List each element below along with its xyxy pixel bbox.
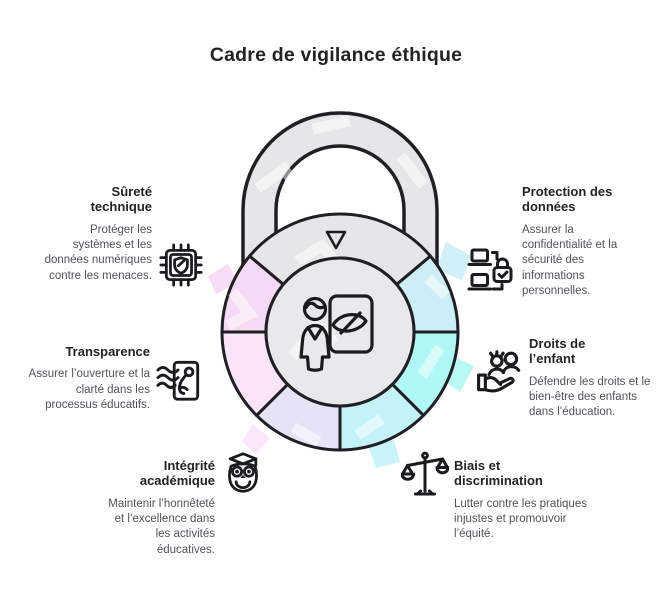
- board-shape: [328, 294, 374, 354]
- paint-bleed: [208, 242, 474, 468]
- chip-shield-icon: [159, 243, 203, 287]
- sketch-texture: [311, 115, 351, 135]
- padlock-shackle: [241, 111, 439, 274]
- person-body: [299, 323, 331, 372]
- section-biais-discrimination: Biais et discrimination Lutter contre le…: [454, 458, 589, 543]
- ring-marker-triangle: [325, 230, 347, 250]
- section-title: Biais et discrimination: [454, 458, 543, 489]
- sketch-texture: [424, 274, 450, 300]
- section-title: Transparence: [65, 344, 150, 359]
- section-description: Lutter contre les pratiques injustes et …: [454, 497, 587, 541]
- section-description: Assurer la confidentialité et la sécurit…: [522, 223, 618, 297]
- section-surete-technique: Sûreté technique Protéger les systèmes e…: [40, 184, 152, 284]
- section-protection-donnees: Protection des données Assurer la confid…: [522, 184, 644, 299]
- sketch-texture: [417, 344, 445, 379]
- sketch-texture: [290, 422, 322, 447]
- section-title: Droits de l’enfant: [529, 336, 586, 367]
- owl-graduate-icon: [228, 452, 258, 493]
- section-title: Intégrité académique: [139, 458, 215, 489]
- document-wind-icon: [156, 360, 200, 401]
- person-hair: [304, 301, 327, 310]
- section-integrite-academique: Intégrité académique Maintenir l’honnête…: [97, 458, 215, 558]
- section-droits-enfant: Droits de l’enfant Défendre les droits e…: [529, 336, 655, 421]
- section-title: Sûreté technique: [90, 184, 152, 215]
- person-collar: [306, 325, 324, 341]
- sketch-texture: [396, 152, 428, 189]
- section-description: Défendre les droits et le bien-être des …: [529, 375, 651, 419]
- laptops-lock-icon: [467, 248, 513, 291]
- scales-icon: [401, 451, 449, 496]
- section-description: Protéger les systèmes et les données num…: [44, 223, 152, 282]
- sketch-texture: [294, 238, 341, 267]
- infographic-title: Cadre de vigilance éthique: [209, 44, 463, 66]
- sketch-texture: [354, 414, 385, 440]
- section-description: Maintenir l’honnêteté et l’excellence da…: [108, 497, 215, 556]
- section-description: Assurer l’ouverture et la clarté dans le…: [28, 368, 150, 411]
- teacher-vigilance-icon: [299, 294, 374, 372]
- sketch-texture: [254, 161, 305, 196]
- section-transparence: Transparence Assurer l’ouverture et la c…: [28, 344, 150, 413]
- hand-children-icon: [477, 350, 521, 393]
- eye-slash: [339, 311, 362, 335]
- section-title: Protection des données: [522, 184, 613, 215]
- sketch-texture: [225, 288, 259, 331]
